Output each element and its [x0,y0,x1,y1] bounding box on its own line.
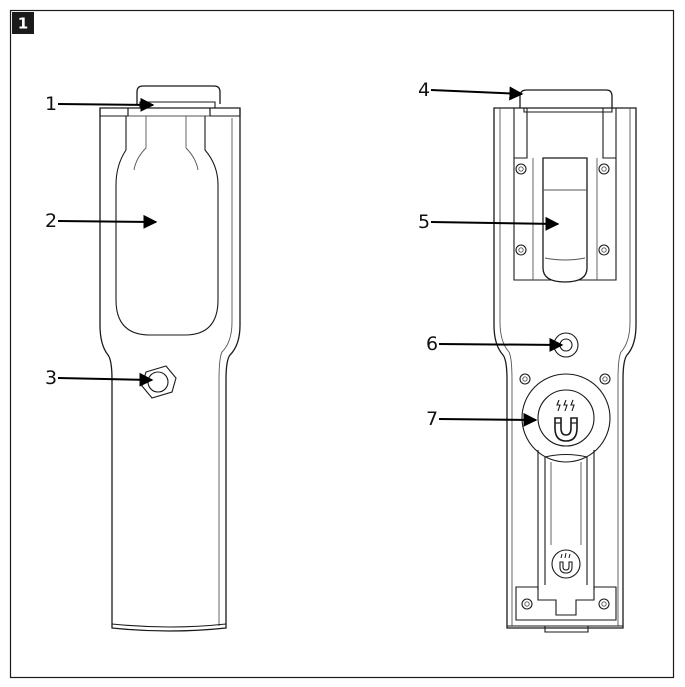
front-led-panel-inner-left [133,116,147,171]
back-screws-upper [515,163,610,256]
callout-number: 3 [45,367,57,389]
back-hook-rails [514,108,616,159]
callout-number: 6 [426,333,438,355]
magnet-icon [559,561,573,574]
figure-frame [9,9,675,679]
back-hook-tab [519,89,613,108]
callout-number: 4 [418,79,430,101]
callout-number: 7 [426,408,438,430]
front-body [99,107,241,632]
callout-4: 4 [418,79,524,101]
front-side-edge [218,118,233,626]
callout-number: 1 [45,93,57,115]
back-screws-middle [519,373,611,385]
back-inner-edge [499,108,631,626]
back-body [493,107,637,629]
front-led-panel [115,116,219,336]
callout-2: 2 [45,210,158,232]
callout-3: 3 [45,367,154,389]
front-bottom-cap [111,623,227,628]
callout-number: 2 [45,210,57,232]
figure-number-badge: 1 [12,12,34,34]
back-bottom-cap [507,625,623,633]
back-track-inner [550,462,582,545]
back-hook-arm [523,108,613,113]
front-led-panel-inner [185,116,199,171]
back-small-magnet [551,549,581,579]
magnet-icon [554,399,578,442]
back-hook-clip [542,157,588,283]
back-screws-lower [521,598,610,610]
front-hook-tab [136,85,221,104]
back-view [493,89,637,633]
back-bottom-bracket [515,586,617,621]
back-magnet-disc [521,373,611,463]
front-view [99,85,241,632]
callout-6: 6 [426,333,564,355]
back-magnet-track [537,450,595,590]
callout-7: 7 [426,408,538,430]
callout-5: 5 [418,211,560,233]
back-hook-clip-lines [532,158,598,280]
callout-1: 1 [45,93,155,115]
figure-number: 1 [18,15,28,33]
callout-number: 5 [418,211,430,233]
